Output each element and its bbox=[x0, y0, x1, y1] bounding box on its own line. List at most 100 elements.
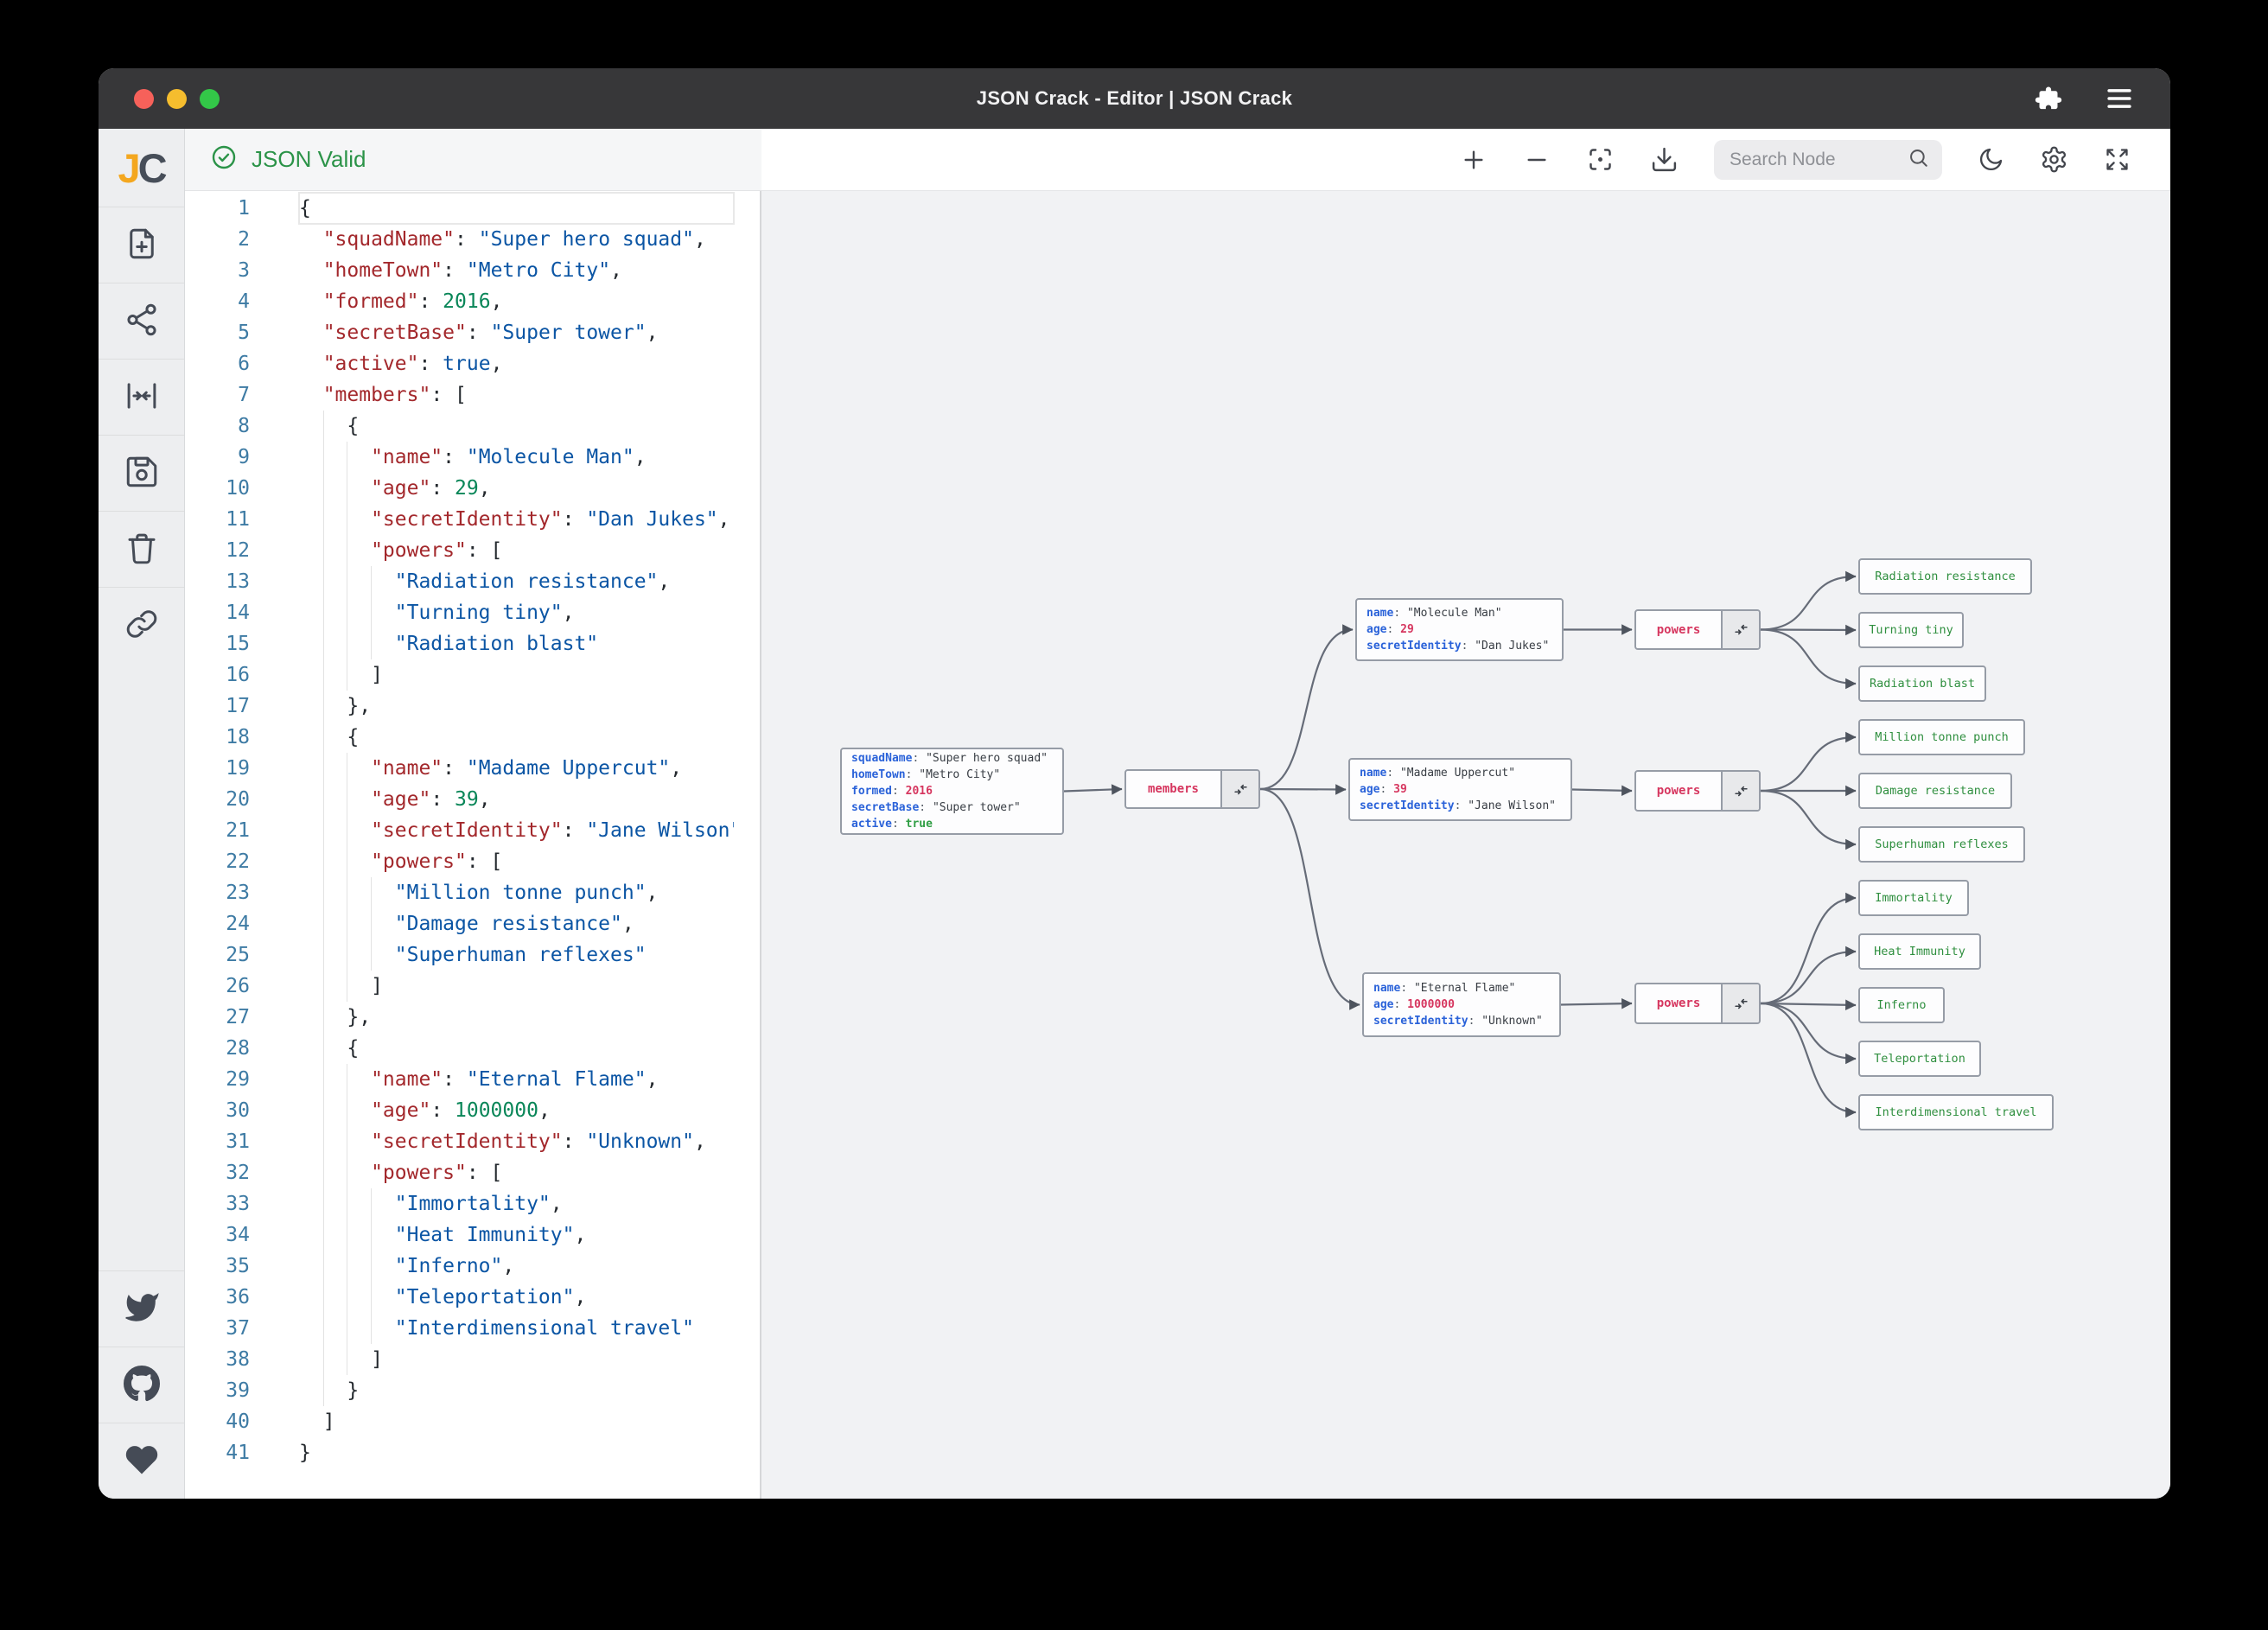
graph-edge bbox=[1760, 1002, 1857, 1118]
line-number: 14 bbox=[226, 602, 250, 624]
close-button[interactable] bbox=[134, 88, 154, 109]
code-editor[interactable]: 1{2"squadName": "Super hero squad",3"hom… bbox=[185, 191, 761, 1499]
code-line: 30"age": 1000000, bbox=[185, 1095, 760, 1126]
line-number: 37 bbox=[226, 1317, 250, 1340]
fullscreen-button[interactable] bbox=[200, 88, 220, 109]
graph-node-l2b[interactable]: Damage resistance bbox=[1858, 773, 2012, 809]
graph-node-root[interactable]: squadName: "Super hero squad"homeTown: "… bbox=[840, 748, 1064, 835]
line-number: 28 bbox=[226, 1037, 250, 1060]
search-node-box bbox=[1714, 139, 1942, 180]
graph-node-l2a[interactable]: Million tonne punch bbox=[1858, 719, 2025, 755]
collapse-node-button[interactable] bbox=[1721, 611, 1759, 648]
logo-letter-c: C bbox=[137, 144, 168, 191]
code-line-content: "Teleportation", bbox=[299, 1282, 734, 1313]
code-line: 17}, bbox=[185, 691, 760, 722]
graph-canvas[interactable]: squadName: "Super hero squad"homeTown: "… bbox=[761, 191, 2170, 1499]
graph-node-l1c[interactable]: Radiation blast bbox=[1858, 665, 1986, 702]
status-label: JSON Valid bbox=[252, 146, 366, 172]
download-button[interactable] bbox=[1650, 145, 1679, 174]
collapse-node-button[interactable] bbox=[1220, 771, 1258, 807]
code-line-content: "active": true, bbox=[322, 353, 503, 375]
share-link-button[interactable] bbox=[99, 587, 184, 663]
node-label: powers bbox=[1656, 622, 1701, 637]
graph-node-l3d[interactable]: Teleportation bbox=[1858, 1041, 1981, 1077]
line-number: 15 bbox=[226, 633, 250, 655]
code-line-content: "Interdimensional travel" bbox=[299, 1313, 734, 1344]
code-line-content: "secretIdentity": "Unknown", bbox=[299, 1126, 734, 1157]
graph-node-members[interactable]: members bbox=[1124, 769, 1260, 809]
extension-icon[interactable] bbox=[2034, 84, 2063, 113]
code-line-content: "name": "Eternal Flame", bbox=[299, 1064, 734, 1095]
graph-node-l3a[interactable]: Immortality bbox=[1858, 880, 1969, 916]
fit-width-button[interactable] bbox=[99, 359, 184, 435]
graph-node-l1b[interactable]: Turning tiny bbox=[1858, 612, 1964, 648]
code-line-content: }, bbox=[299, 1002, 734, 1033]
node-row: secretIdentity: "Jane Wilson" bbox=[1360, 799, 1556, 812]
collapse-node-button[interactable] bbox=[1721, 984, 1759, 1022]
code-line-content: "formed": 2016, bbox=[322, 290, 503, 313]
graph-view-button[interactable] bbox=[99, 283, 184, 359]
code-line-content: ] bbox=[299, 659, 734, 691]
code-line-content: } bbox=[299, 1442, 311, 1464]
code-line-content: "members": [ bbox=[322, 384, 467, 406]
focus-button[interactable] bbox=[1586, 145, 1615, 174]
code-line: 29"name": "Eternal Flame", bbox=[185, 1064, 760, 1095]
code-line-content: { bbox=[299, 411, 734, 442]
line-number: 3 bbox=[238, 259, 250, 282]
json-valid-status: JSON Valid bbox=[185, 129, 761, 191]
graph-node-p3[interactable]: powers bbox=[1634, 983, 1761, 1024]
node-row: active: true bbox=[851, 818, 933, 831]
leaf-label: Interdimensional travel bbox=[1875, 1105, 2037, 1119]
code-line: 21"secretIdentity": "Jane Wilson", bbox=[185, 815, 760, 846]
save-button[interactable] bbox=[99, 435, 184, 511]
new-document-button[interactable] bbox=[99, 207, 184, 283]
graph-node-l3c[interactable]: Inferno bbox=[1858, 987, 1945, 1023]
graph-edge bbox=[1760, 570, 1857, 631]
graph-node-l2c[interactable]: Superhuman reflexes bbox=[1858, 826, 2025, 863]
zoom-out-button[interactable] bbox=[1523, 146, 1551, 174]
graph-edge bbox=[1760, 731, 1857, 793]
dark-mode-button[interactable] bbox=[1978, 146, 2004, 173]
collapse-node-button[interactable] bbox=[1721, 772, 1759, 810]
minimize-button[interactable] bbox=[167, 88, 187, 109]
delete-button[interactable] bbox=[99, 511, 184, 587]
code-line-content: "powers": [ bbox=[299, 1157, 734, 1188]
graph-node-l3e[interactable]: Interdimensional travel bbox=[1858, 1094, 2054, 1130]
node-row: age: 29 bbox=[1367, 623, 1414, 636]
graph-node-p2[interactable]: powers bbox=[1634, 770, 1761, 812]
twitter-icon bbox=[124, 1290, 159, 1328]
code-line-content: "Radiation resistance", bbox=[299, 566, 734, 597]
leaf-label: Turning tiny bbox=[1869, 623, 1953, 637]
leaf-label: Superhuman reflexes bbox=[1875, 837, 2009, 851]
line-number: 11 bbox=[226, 508, 250, 531]
settings-button[interactable] bbox=[2040, 145, 2068, 174]
zoom-in-button[interactable] bbox=[1460, 146, 1488, 174]
node-row: formed: 2016 bbox=[851, 785, 933, 798]
link-icon bbox=[124, 606, 160, 645]
sponsor-button[interactable] bbox=[99, 1423, 184, 1499]
code-line: 10"age": 29, bbox=[185, 473, 760, 504]
fullscreen-graph-button[interactable] bbox=[2104, 146, 2131, 173]
github-button[interactable] bbox=[99, 1347, 184, 1423]
menu-icon[interactable] bbox=[2105, 86, 2134, 111]
line-number: 4 bbox=[238, 290, 250, 313]
code-line-content: "Inferno", bbox=[299, 1251, 734, 1282]
twitter-button[interactable] bbox=[99, 1270, 184, 1347]
code-line: 6"active": true, bbox=[185, 348, 760, 379]
graph-node-l3b[interactable]: Heat Immunity bbox=[1858, 933, 1981, 970]
graph-node-p1[interactable]: powers bbox=[1634, 609, 1761, 650]
graph-edge bbox=[1760, 892, 1857, 1005]
graph-node-l1a[interactable]: Radiation resistance bbox=[1858, 558, 2032, 595]
code-line-content: "age": 1000000, bbox=[299, 1095, 734, 1126]
code-line-content: } bbox=[299, 1375, 734, 1406]
line-number: 40 bbox=[226, 1410, 250, 1433]
search-node-input[interactable] bbox=[1730, 149, 1898, 170]
code-line: 33"Immortality", bbox=[185, 1188, 760, 1219]
code-line-content: ] bbox=[299, 971, 734, 1002]
line-number: 16 bbox=[226, 664, 250, 686]
leaf-label: Damage resistance bbox=[1875, 784, 1996, 798]
